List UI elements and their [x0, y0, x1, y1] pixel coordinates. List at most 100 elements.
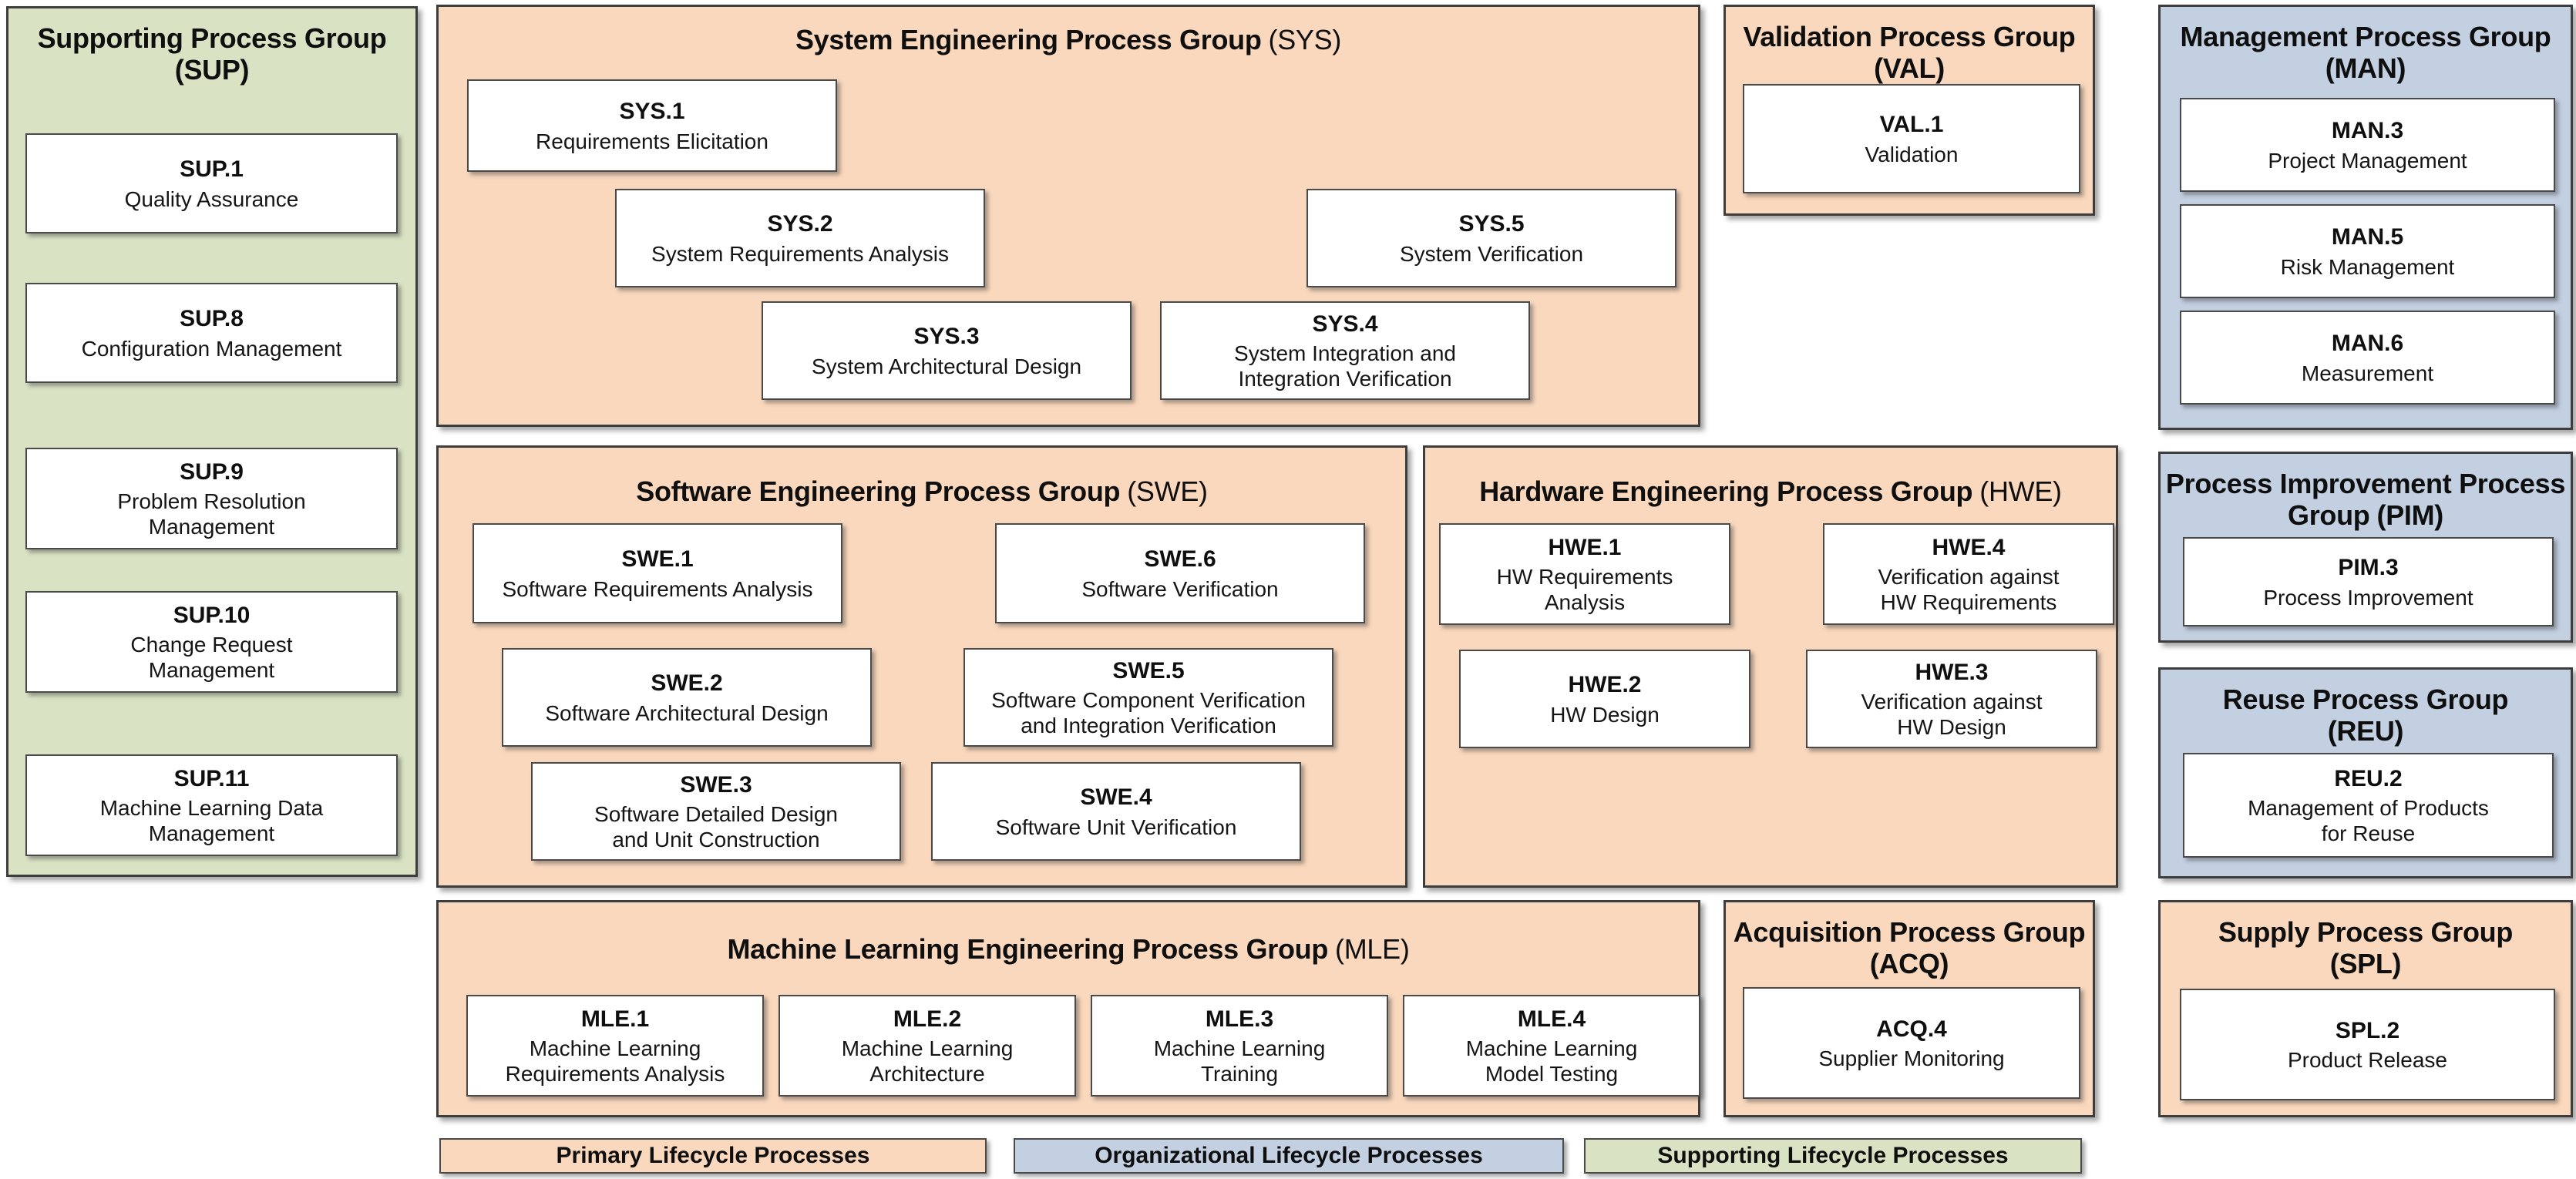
process-code-sys2: SYS.2 [767, 211, 833, 237]
process-title-sys2: System Requirements Analysis [651, 241, 949, 266]
process-code-acq4: ACQ.4 [1876, 1016, 1947, 1042]
process-code-swe1: SWE.1 [621, 546, 694, 573]
group-spl-abbr: (SPL) [2329, 948, 2402, 980]
process-box-hwe1: HWE.1 HW Requirements Analysis [1439, 523, 1730, 625]
process-title-pim3: Process Improvement [2263, 585, 2473, 610]
group-reu: Reuse Process Group(REU) REU.2 Managemen… [2158, 667, 2573, 878]
process-box-man6: MAN.6 Measurement [2180, 311, 2555, 405]
group-sup-abbr: (SUP) [174, 54, 250, 86]
group-spl-name: Supply Process Group [2218, 916, 2514, 948]
process-title-mle4: Machine Learning Model Testing [1465, 1036, 1638, 1087]
process-title-hwe2: HW Design [1550, 702, 1660, 727]
group-hwe-name: Hardware Engineering Process Group [1479, 475, 1973, 507]
group-spl-title: Supply Process Group(SPL) [2161, 902, 2571, 979]
process-code-man5: MAN.5 [2331, 224, 2404, 250]
process-box-sys2: SYS.2 System Requirements Analysis [615, 189, 985, 287]
group-hwe: Hardware Engineering Process Group(HWE) … [1423, 445, 2118, 888]
process-title-swe4: Software Unit Verification [995, 815, 1237, 839]
process-box-sup1: SUP.1 Quality Assurance [25, 133, 398, 233]
process-title-val1: Validation [1865, 142, 1959, 166]
process-code-man6: MAN.6 [2331, 331, 2404, 357]
process-box-swe6: SWE.6 Software Verification [995, 523, 1365, 623]
legend-primary-lifecycle: Primary Lifecycle Processes [439, 1138, 987, 1174]
process-code-sys1: SYS.1 [619, 99, 685, 125]
process-title-mle1: Machine Learning Requirements Analysis [505, 1036, 725, 1087]
legend-supporting-label: Supporting Lifecycle Processes [1657, 1143, 2009, 1168]
process-title-man5: Risk Management [2280, 254, 2455, 279]
group-val-abbr: (VAL) [1874, 52, 1945, 85]
legend-organizational-lifecycle: Organizational Lifecycle Processes [1014, 1138, 1564, 1174]
group-hwe-title: Hardware Engineering Process Group(HWE) [1425, 448, 2116, 507]
group-swe: Software Engineering Process Group(SWE) … [436, 445, 1407, 888]
group-swe-name: Software Engineering Process Group [636, 475, 1121, 507]
group-sys-abbr: (SYS) [1268, 24, 1342, 55]
process-code-swe3: SWE.3 [680, 771, 752, 798]
process-title-swe5: Software Component Verification and Inte… [991, 688, 1306, 738]
group-pim-abbr: (PIM) [2376, 499, 2444, 532]
group-pim-title: Process Improvement Process Group(PIM) [2161, 454, 2571, 531]
process-box-hwe3: HWE.3 Verification against HW Design [1806, 650, 2097, 748]
group-acq-title: Acquisition Process Group(ACQ) [1726, 902, 2093, 979]
process-title-sup1: Quality Assurance [124, 186, 299, 211]
group-sup-name: Supporting Process Group [37, 22, 387, 54]
process-code-pim3: PIM.3 [2338, 555, 2399, 581]
group-sup-title: Supporting Process Group(SUP) [8, 8, 415, 86]
process-title-sup9: Problem Resolution Management [117, 489, 306, 539]
process-box-spl2: SPL.2 Product Release [2180, 989, 2555, 1100]
process-title-sys3: System Architectural Design [811, 354, 1082, 378]
process-box-reu2: REU.2 Management of Products for Reuse [2183, 753, 2554, 858]
process-code-swe6: SWE.6 [1144, 546, 1216, 573]
group-mle-name: Machine Learning Engineering Process Gro… [727, 933, 1329, 965]
group-sys-name: System Engineering Process Group [795, 24, 1262, 55]
process-title-mle3: Machine Learning Training [1153, 1036, 1326, 1087]
group-swe-abbr: (SWE) [1127, 475, 1208, 507]
process-title-swe1: Software Requirements Analysis [502, 576, 813, 601]
process-code-swe2: SWE.2 [651, 670, 723, 697]
group-reu-title: Reuse Process Group(REU) [2161, 670, 2571, 747]
process-code-sys5: SYS.5 [1458, 211, 1525, 237]
process-box-mle2: MLE.2 Machine Learning Architecture [779, 995, 1076, 1097]
process-title-mle2: Machine Learning Architecture [841, 1036, 1014, 1087]
process-box-swe2: SWE.2 Software Architectural Design [502, 648, 872, 747]
legend-primary-label: Primary Lifecycle Processes [556, 1143, 870, 1168]
process-code-mle1: MLE.1 [580, 1006, 650, 1032]
process-code-reu2: REU.2 [2334, 765, 2403, 791]
process-box-sys1: SYS.1 Requirements Elicitation [467, 79, 837, 172]
process-title-sys5: System Verification [1399, 241, 1584, 266]
process-code-mle2: MLE.2 [893, 1006, 962, 1032]
group-pim-name: Process Improvement Process Group [2165, 468, 2566, 532]
process-box-mle1: MLE.1 Machine Learning Requirements Anal… [466, 995, 764, 1097]
process-title-sup8: Configuration Management [81, 336, 342, 361]
group-sys-title: System Engineering Process Group(SYS) [439, 7, 1698, 55]
group-val-name: Validation Process Group [1743, 21, 2076, 52]
process-box-man5: MAN.5 Risk Management [2180, 204, 2555, 298]
process-box-sys3: SYS.3 System Architectural Design [762, 301, 1132, 400]
process-title-sup11: Machine Learning Data Management [99, 796, 324, 846]
process-code-sup8: SUP.8 [180, 306, 244, 332]
group-mle: Machine Learning Engineering Process Gro… [436, 900, 1700, 1117]
group-reu-abbr: (REU) [2327, 715, 2404, 747]
process-title-sys4: System Integration and Integration Verif… [1234, 341, 1456, 391]
group-mle-abbr: (MLE) [1335, 933, 1410, 965]
process-code-sup1: SUP.1 [180, 156, 244, 183]
process-box-sys4: SYS.4 System Integration and Integration… [1160, 301, 1530, 400]
process-code-sup11: SUP.11 [173, 765, 250, 791]
group-pim: Process Improvement Process Group(PIM) P… [2158, 452, 2573, 643]
process-code-sup10: SUP.10 [173, 602, 251, 628]
group-sup: Supporting Process Group(SUP) SUP.1 Qual… [6, 6, 418, 877]
process-code-sys3: SYS.3 [913, 324, 980, 350]
process-box-acq4: ACQ.4 Supplier Monitoring [1743, 987, 2080, 1099]
group-man-name: Management Process Group [2180, 21, 2551, 52]
group-val-title: Validation Process Group(VAL) [1726, 7, 2093, 84]
process-box-swe4: SWE.4 Software Unit Verification [931, 762, 1301, 861]
process-code-sup9: SUP.9 [180, 458, 244, 485]
group-acq: Acquisition Process Group(ACQ) ACQ.4 Sup… [1723, 900, 2095, 1117]
process-title-sys1: Requirements Elicitation [536, 129, 768, 153]
group-man-abbr: (MAN) [2325, 52, 2406, 85]
process-title-hwe3: Verification against HW Design [1861, 690, 2043, 740]
process-box-mle4: MLE.4 Machine Learning Model Testing [1403, 995, 1700, 1097]
process-title-swe6: Software Verification [1081, 576, 1279, 601]
group-man: Management Process Group(MAN) MAN.3 Proj… [2158, 5, 2573, 430]
process-code-hwe4: HWE.4 [1932, 534, 2006, 560]
process-box-sup11: SUP.11 Machine Learning Data Management [25, 754, 398, 856]
